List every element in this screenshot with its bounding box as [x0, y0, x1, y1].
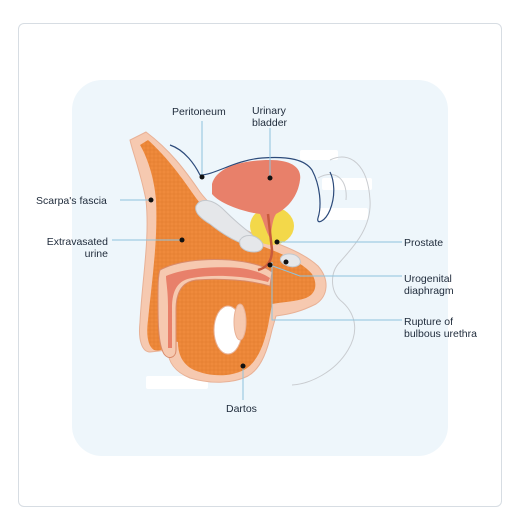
- urogenital-diaphragm-shape: [239, 235, 301, 268]
- label-urinary-bladder-line2: bladder: [252, 117, 288, 129]
- extravasated-urine-region: [140, 140, 316, 376]
- label-urogenital-diaphragm-line1: Urogenital: [404, 273, 452, 285]
- label-rupture-line2: bulbous urethra: [404, 328, 477, 340]
- label-rupture-line1: Rupture of: [404, 316, 454, 328]
- label-dots: [148, 174, 289, 369]
- label-peritoneum: Peritoneum: [172, 106, 226, 118]
- peritoneum-line: [169, 144, 335, 223]
- blank-label-slots: [146, 150, 372, 389]
- urethra: [257, 213, 274, 272]
- label-urinary-bladder-line1: Urinary: [252, 105, 286, 117]
- label-extravasated-urine-line1: Extravasated: [46, 236, 108, 248]
- urinary-bladder-shape: [212, 160, 301, 238]
- label-scarpas-fascia: Scarpa's fascia: [36, 195, 107, 207]
- label-urogenital-diaphragm-line2: diaphragm: [404, 285, 454, 297]
- epididymis: [233, 303, 247, 341]
- label-prostate: Prostate: [404, 237, 444, 249]
- corpus-spongiosum: [166, 267, 270, 348]
- body-outline: [291, 156, 371, 386]
- label-dartos: Dartos: [226, 403, 257, 415]
- label-extravasated-urine-line2: urine: [84, 248, 108, 260]
- leader-lines: [112, 121, 402, 400]
